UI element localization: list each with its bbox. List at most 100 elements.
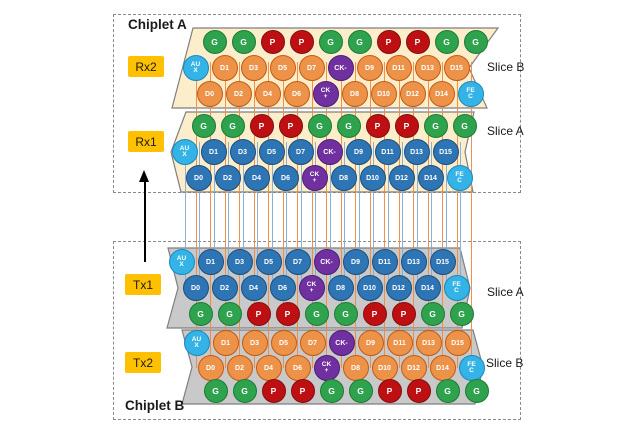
pin-D15: D15 (444, 330, 471, 356)
pin-D15: D15 (443, 55, 470, 81)
pin-G: G (232, 379, 257, 403)
pin-P: P (261, 379, 286, 403)
pin-P: P (278, 114, 303, 138)
pin-CK-: CK- (316, 139, 343, 165)
pin-D8: D8 (327, 275, 354, 301)
pin-FEC: FE C (458, 355, 485, 381)
pin-CK+: CK + (312, 81, 339, 107)
tag-tx1: Tx1 (125, 274, 161, 295)
pin-P: P (365, 114, 390, 138)
chiplet-b-label: Chiplet B (125, 398, 185, 413)
pin-G: G (203, 379, 228, 403)
tag-tx2: Tx2 (125, 352, 161, 373)
pin-AUX: AU X (168, 249, 195, 275)
pin-P: P (246, 302, 271, 326)
pin-D9: D9 (357, 330, 384, 356)
pin-CK+: CK + (298, 275, 325, 301)
pin-D6: D6 (284, 355, 311, 381)
pin-D0: D0 (196, 81, 223, 107)
pin-D7: D7 (284, 249, 311, 275)
pin-D11: D11 (386, 330, 413, 356)
pin-G: G (231, 30, 256, 54)
pin-D3: D3 (229, 139, 256, 165)
pin-G: G (188, 302, 213, 326)
tag-rx1: Rx1 (128, 131, 164, 152)
pin-P: P (249, 114, 274, 138)
pin-D14: D14 (428, 81, 455, 107)
slice-label-rx1: Slice A (487, 124, 524, 138)
arrow-shaft (143, 181, 146, 262)
pin-CK-: CK- (328, 330, 355, 356)
pin-G: G (347, 30, 372, 54)
slice-label-tx2: Slice B (486, 356, 524, 370)
pin-FEC: FE C (446, 165, 473, 191)
pin-P: P (376, 30, 401, 54)
pin-G: G (304, 302, 329, 326)
slice-label-tx1: Slice A (487, 285, 524, 299)
pin-P: P (260, 30, 285, 54)
pin-D13: D13 (400, 249, 427, 275)
pin-D9: D9 (345, 139, 372, 165)
pin-D3: D3 (241, 330, 268, 356)
pin-G: G (463, 30, 488, 54)
pin-G: G (434, 30, 459, 54)
chiplet-a-label: Chiplet A (128, 17, 187, 32)
pin-P: P (406, 379, 431, 403)
pin-D12: D12 (385, 275, 412, 301)
pin-D8: D8 (341, 81, 368, 107)
pin-D12: D12 (399, 81, 426, 107)
pin-D4: D4 (254, 81, 281, 107)
pin-D11: D11 (371, 249, 398, 275)
pin-D1: D1 (212, 330, 239, 356)
pin-G: G (336, 114, 361, 138)
pin-G: G (202, 30, 227, 54)
pin-CK+: CK + (313, 355, 340, 381)
pin-D9: D9 (342, 249, 369, 275)
pin-G: G (220, 114, 245, 138)
pin-D4: D4 (255, 355, 282, 381)
pin-CK+: CK + (301, 165, 328, 191)
pin-P: P (377, 379, 402, 403)
pin-D11: D11 (374, 139, 401, 165)
pin-CK-: CK- (313, 249, 340, 275)
pin-D1: D1 (197, 249, 224, 275)
pin-D10: D10 (356, 275, 383, 301)
pin-D5: D5 (269, 55, 296, 81)
pin-D8: D8 (342, 355, 369, 381)
pin-D13: D13 (414, 55, 441, 81)
pin-D6: D6 (269, 275, 296, 301)
pin-D8: D8 (330, 165, 357, 191)
pin-D12: D12 (388, 165, 415, 191)
pin-D14: D14 (429, 355, 456, 381)
pin-D15: D15 (432, 139, 459, 165)
pin-D6: D6 (283, 81, 310, 107)
pin-D2: D2 (211, 275, 238, 301)
slice-label-rx2: Slice B (487, 60, 525, 74)
pin-AUX: AU X (182, 55, 209, 81)
pin-D3: D3 (226, 249, 253, 275)
arrow-head-icon (139, 170, 149, 182)
pin-D12: D12 (400, 355, 427, 381)
pin-D15: D15 (429, 249, 456, 275)
pin-AUX: AU X (171, 139, 198, 165)
pin-D4: D4 (243, 165, 270, 191)
pin-D14: D14 (417, 165, 444, 191)
pin-G: G (348, 379, 373, 403)
pin-D4: D4 (240, 275, 267, 301)
pin-D5: D5 (258, 139, 285, 165)
tag-rx2: Rx2 (128, 56, 164, 77)
pin-G: G (217, 302, 242, 326)
pin-D1: D1 (200, 139, 227, 165)
pin-P: P (289, 30, 314, 54)
pin-P: P (362, 302, 387, 326)
chiplet-b-boundary (113, 241, 521, 420)
pin-G: G (420, 302, 445, 326)
